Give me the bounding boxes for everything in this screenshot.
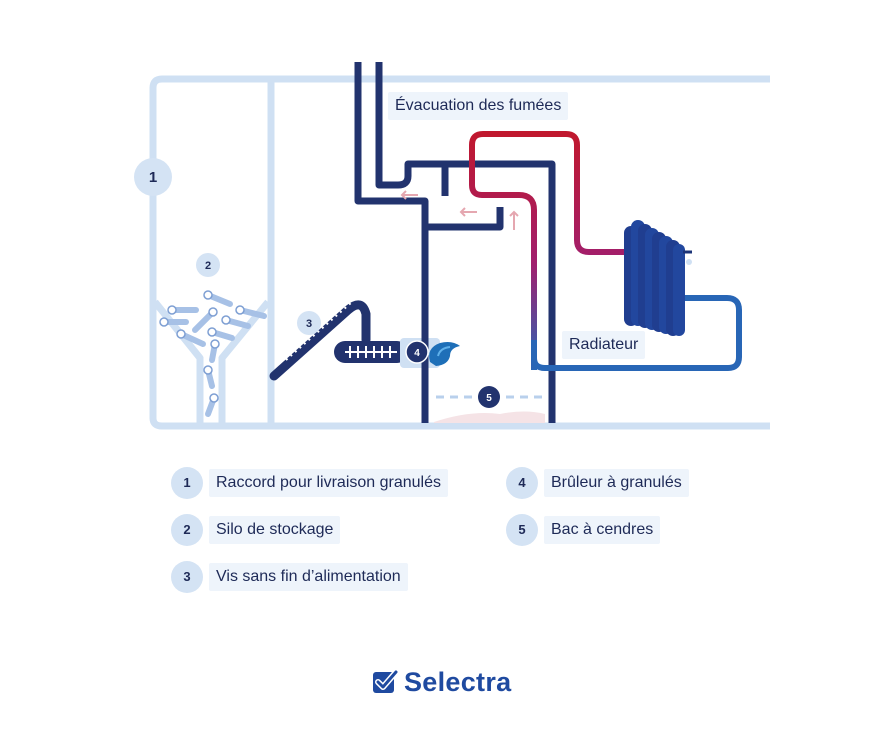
brand-name: Selectra (404, 666, 512, 697)
flame-icon (429, 342, 460, 366)
pellet-ends (159, 290, 245, 403)
marker-4: 4 (405, 340, 429, 364)
radiator-label: Radiateur (562, 331, 646, 359)
legend-label: Vis sans fin d’alimentation (209, 563, 408, 591)
svg-text:1: 1 (149, 169, 157, 186)
legend-number: 2 (171, 514, 203, 546)
legend-number: 3 (171, 561, 203, 593)
legend-label: Bac à cendres (544, 516, 661, 544)
marker-1: 1 (134, 158, 172, 196)
check-box-icon (373, 669, 398, 693)
marker-3: 3 (297, 311, 321, 335)
smoke-exhaust-label: Évacuation des fumées (388, 92, 569, 120)
radiator-icon (624, 220, 692, 336)
svg-text:5: 5 (486, 393, 492, 404)
boiler-flue (354, 62, 556, 423)
svg-text:2: 2 (205, 260, 211, 272)
house-outline (149, 75, 770, 430)
legend-number: 1 (171, 467, 203, 499)
legend-label: Raccord pour livraison granulés (209, 469, 448, 497)
svg-text:3: 3 (306, 318, 312, 330)
smoke-flow-arrows (400, 190, 519, 230)
feed-screw (269, 300, 408, 381)
legend-label: Silo de stockage (209, 516, 341, 544)
legend-label: Brûleur à granulés (544, 469, 689, 497)
legend-number: 4 (506, 467, 538, 499)
ash-deposit (434, 411, 545, 423)
hot-water-pipe (469, 131, 628, 370)
legend-number: 5 (506, 514, 538, 546)
selectra-logo: Selectra (372, 664, 511, 700)
marker-2: 2 (196, 253, 220, 277)
svg-text:4: 4 (414, 348, 420, 359)
return-water-pipe (531, 295, 742, 371)
marker-5: 5 (478, 386, 500, 408)
